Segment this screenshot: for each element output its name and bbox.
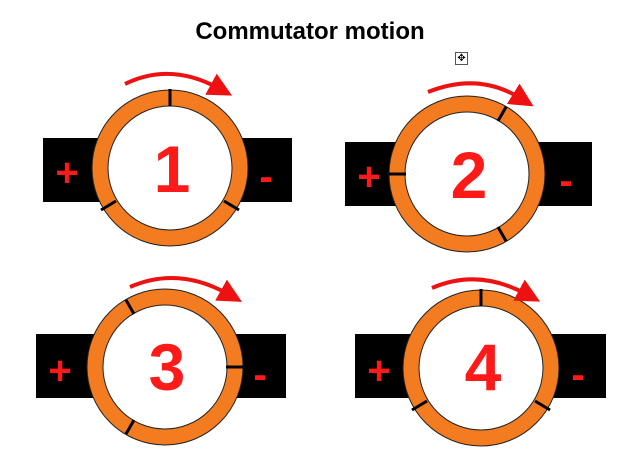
diagram-title: Commutator motion (195, 18, 425, 45)
positive-terminal (36, 334, 94, 398)
panel-2: + - 2 (345, 81, 592, 253)
panel-number: 1 (154, 132, 191, 206)
minus-sign: - (571, 353, 584, 397)
rotation-arrow (124, 71, 233, 96)
plus-sign: + (48, 349, 71, 393)
segment-gap (411, 399, 428, 412)
panel-number: 4 (465, 330, 502, 404)
plus-sign: + (357, 155, 380, 199)
plus-sign: + (55, 151, 78, 195)
rotation-arrow (129, 276, 242, 302)
positive-terminal (43, 138, 101, 202)
plus-sign: + (367, 349, 390, 393)
minus-sign: - (259, 155, 272, 199)
minus-sign: - (559, 159, 572, 203)
segment-gap (496, 226, 508, 242)
panel-4: + - 4 (355, 277, 606, 447)
panel-number: 3 (149, 330, 186, 404)
segment-gap (124, 299, 136, 315)
rotation-arrow (431, 277, 541, 302)
segment-gap (534, 399, 551, 412)
panel-number: 2 (451, 138, 488, 212)
rotation-arrow (427, 81, 534, 107)
panel-1: + - 1 (43, 71, 292, 247)
minus-sign: - (253, 353, 266, 397)
segment-gap (124, 419, 136, 435)
negative-terminal (538, 142, 592, 206)
segment-gap (496, 106, 508, 122)
negative-terminal (240, 138, 292, 202)
move-arrows-icon[interactable]: ✥ (455, 52, 468, 65)
segment-gap (100, 199, 117, 212)
segment-gap (223, 199, 240, 212)
panel-3: + - 3 (36, 276, 286, 446)
